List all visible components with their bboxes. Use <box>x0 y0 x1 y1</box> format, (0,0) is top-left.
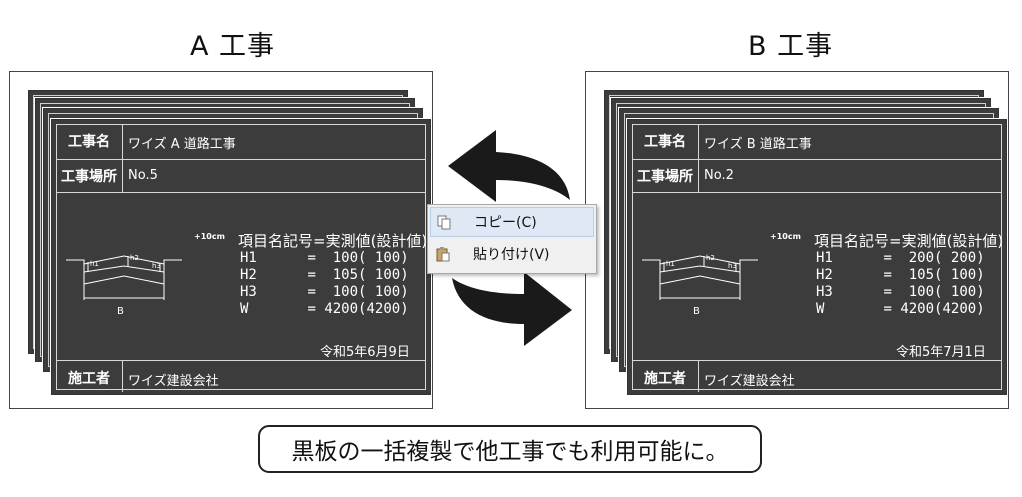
formula-header: 項目名記号=実測値(設計値) <box>814 232 1004 250</box>
formula-row: H3 = 100( 100) <box>816 284 985 300</box>
formula-row: H3 = 100( 100) <box>240 284 409 300</box>
menu-item-label: コピー(C) <box>474 215 537 231</box>
date-value: 令和5年6月9日 <box>320 345 410 360</box>
formula-row: H1 = 200( 200) <box>816 250 985 266</box>
location-value: No.5 <box>128 168 158 183</box>
label-location: 工事場所 <box>637 169 693 185</box>
contractor-value: ワイズ建設会社 <box>704 374 795 389</box>
label-location: 工事場所 <box>61 169 117 185</box>
menu-item-label: 貼り付け(V) <box>473 247 550 263</box>
diagram-b-label: B <box>117 306 124 317</box>
left-panel-title: A 工事 <box>190 31 276 62</box>
diagram-b-label: B <box>693 306 700 317</box>
svg-text:h1: h1 <box>90 260 99 268</box>
svg-text:h2: h2 <box>706 254 715 262</box>
label-project-name: 工事名 <box>68 134 110 150</box>
menu-item-paste[interactable]: 貼り付け(V) <box>430 239 594 269</box>
svg-text:h3: h3 <box>728 262 737 270</box>
diagram-plus-label: +10cm <box>770 232 801 241</box>
formula-row: W = 4200(4200) <box>816 301 985 317</box>
paste-icon <box>436 247 450 262</box>
arrows-graphic <box>448 130 572 346</box>
formula-row: H1 = 100( 100) <box>240 250 409 266</box>
menu-item-copy[interactable]: コピー(C) <box>430 207 594 237</box>
label-contractor: 施工者 <box>68 371 110 387</box>
right-panel-title: B 工事 <box>748 31 834 62</box>
context-menu: コピー(C) 貼り付け(V) <box>427 204 597 274</box>
formula-row: H2 = 105( 100) <box>816 267 985 283</box>
diagram-plus-label: +10cm <box>194 232 225 241</box>
caption-text: 黒板の一括複製で他工事でも利用可能に。 <box>291 439 729 465</box>
svg-text:h1: h1 <box>666 260 675 268</box>
date-value: 令和5年7月1日 <box>896 345 986 360</box>
contractor-value: ワイズ建設会社 <box>128 374 219 389</box>
svg-text:h2: h2 <box>130 254 139 262</box>
formula-header: 項目名記号=実測値(設計値) <box>238 232 428 250</box>
label-project-name: 工事名 <box>644 134 686 150</box>
project-name-value: ワイズ B 道路工事 <box>704 137 812 152</box>
caption-box: 黒板の一括複製で他工事でも利用可能に。 <box>258 425 762 473</box>
formula-row: H2 = 105( 100) <box>240 267 409 283</box>
road-cross-section-diagram: h1 h2 h3 <box>642 254 758 300</box>
project-name-value: ワイズ A 道路工事 <box>128 137 236 152</box>
label-contractor: 施工者 <box>644 371 686 387</box>
svg-text:h3: h3 <box>152 262 161 270</box>
paste-arrow-icon <box>452 272 572 346</box>
formula-row: W = 4200(4200) <box>240 301 409 317</box>
location-value: No.2 <box>704 168 734 183</box>
copy-arrow-icon <box>448 130 570 202</box>
road-cross-section-diagram: h1 h2 h3 <box>66 254 182 300</box>
copy-icon <box>437 215 451 230</box>
